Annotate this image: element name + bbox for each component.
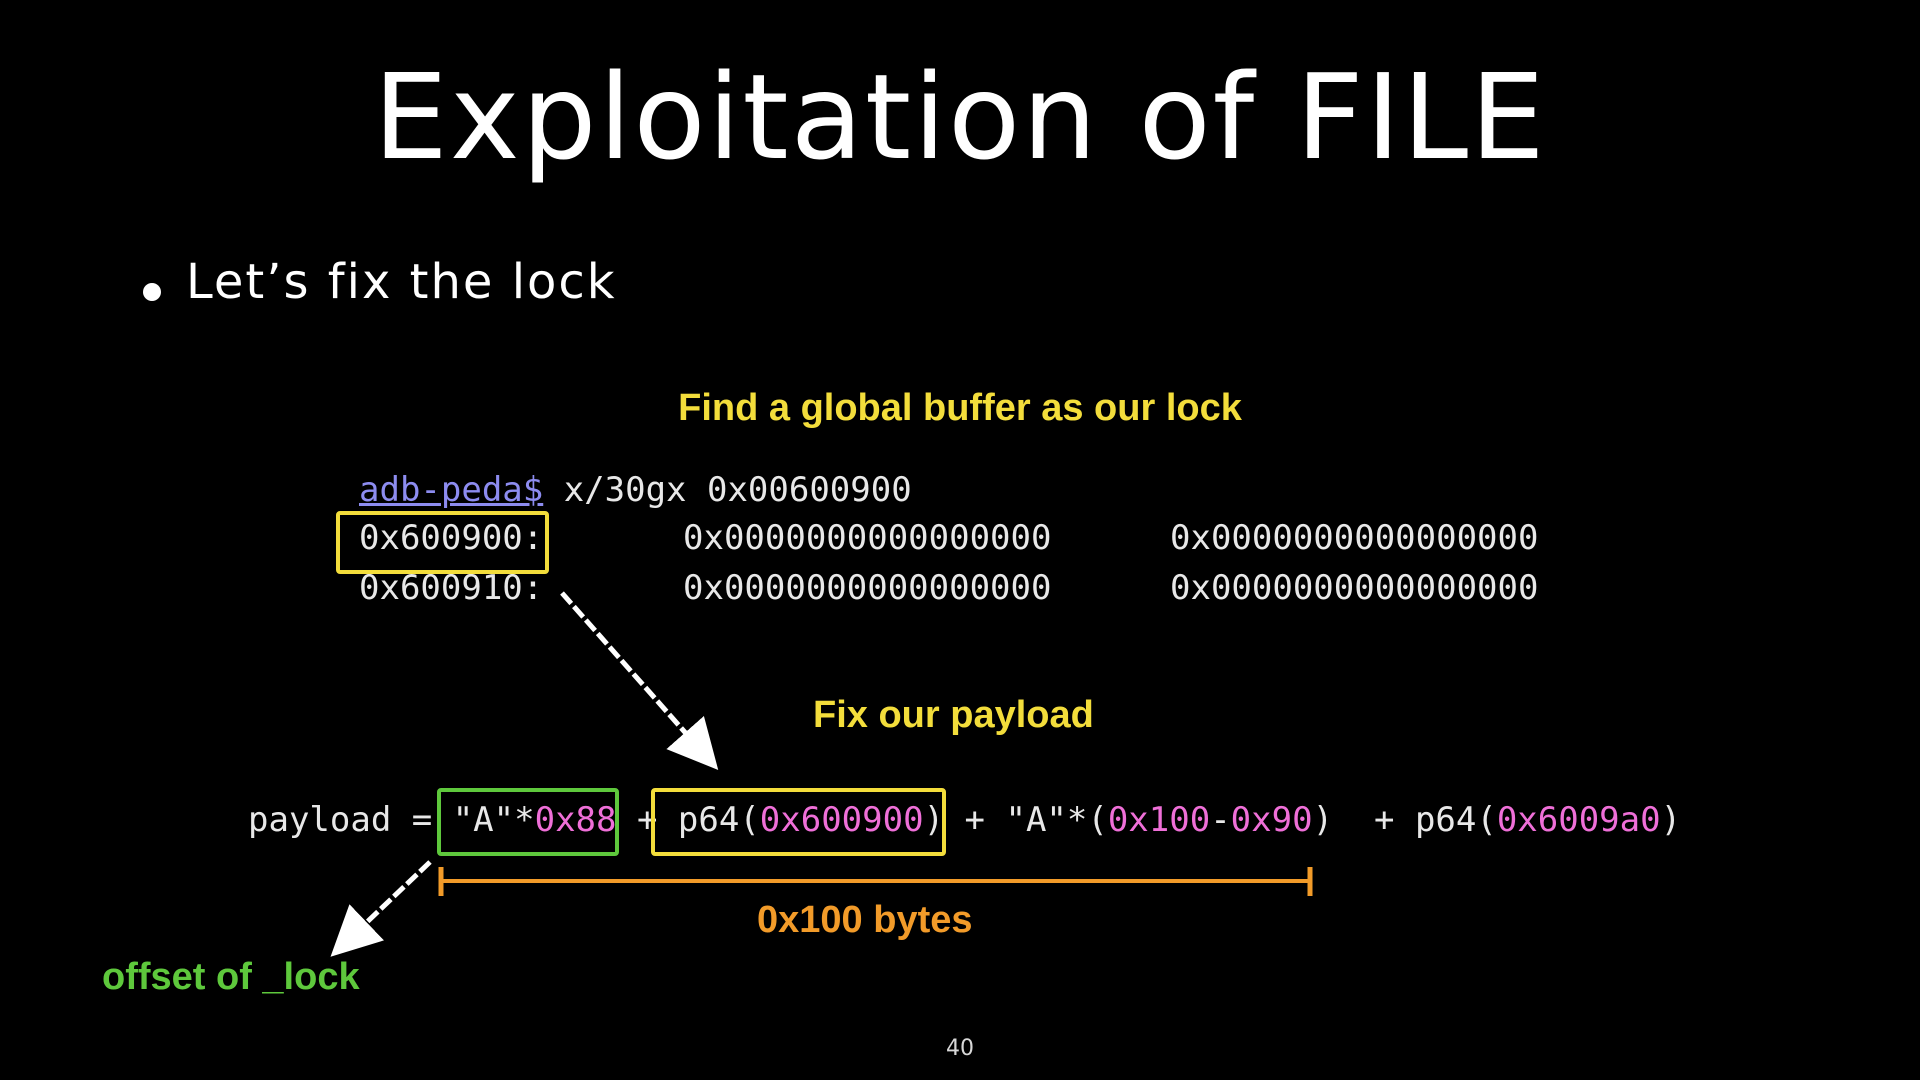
offset-highlight-box xyxy=(437,788,619,856)
memory-row-value: 0x0000000000000000 xyxy=(683,518,1052,558)
payload-p64-close: ) xyxy=(1660,800,1682,840)
payload-a-string: "A"* xyxy=(452,800,535,840)
payload-p64-open: p64( xyxy=(1414,800,1497,840)
memory-row-value: 0x0000000000000000 xyxy=(1170,568,1539,608)
byte-count-label: 0x100 bytes xyxy=(757,899,973,941)
arrow-to-payload xyxy=(560,591,719,770)
payload-offset-value: 0x88 xyxy=(534,800,617,840)
payload-plus: + xyxy=(944,800,1006,840)
payload-a-string: "A"*( xyxy=(1005,800,1108,840)
payload-p64-open: p64( xyxy=(677,800,760,840)
payload-prefix: payload = xyxy=(248,800,453,840)
memory-row-address: 0x600910: xyxy=(359,568,544,608)
memory-row-value: 0x0000000000000000 xyxy=(1170,518,1539,558)
gdb-command-line: adb-peda$ x/30gx 0x00600900 xyxy=(359,468,912,512)
arrow-to-offset-label xyxy=(330,860,432,957)
bullet-dot xyxy=(143,283,161,301)
bullet-text: Let’s fix the lock xyxy=(186,254,617,310)
page-number: 40 xyxy=(946,1036,974,1061)
payload-lock-address: 0x600900 xyxy=(759,800,924,840)
payload-paren-close: ) xyxy=(1312,800,1334,840)
gdb-command: x/30gx 0x00600900 xyxy=(543,470,912,510)
payload-size-lo: 0x90 xyxy=(1230,800,1313,840)
slide-title: Exploitation of FILE xyxy=(373,48,1547,186)
payload-vtable-address: 0x6009a0 xyxy=(1496,800,1661,840)
byte-span-bracket xyxy=(438,867,1313,896)
lock-address-highlight-box xyxy=(336,511,549,574)
lock-pointer-highlight-box xyxy=(651,788,946,856)
payload-plus: + xyxy=(1333,800,1415,840)
memory-row-value: 0x0000000000000000 xyxy=(683,568,1052,608)
payload-line: payload = "A"*0x88 + p64(0x600900) + "A"… xyxy=(248,798,1681,842)
gdb-prompt: adb-peda$ xyxy=(359,470,544,510)
find-buffer-label: Find a global buffer as our lock xyxy=(678,387,1242,429)
offset-of-lock-label: offset of _lock xyxy=(102,956,360,998)
payload-p64-close: ) xyxy=(923,800,945,840)
payload-minus: - xyxy=(1210,800,1231,840)
memory-row-address: 0x600900: xyxy=(359,518,544,558)
payload-size-hi: 0x100 xyxy=(1107,800,1211,840)
fix-payload-label: Fix our payload xyxy=(813,694,1094,736)
